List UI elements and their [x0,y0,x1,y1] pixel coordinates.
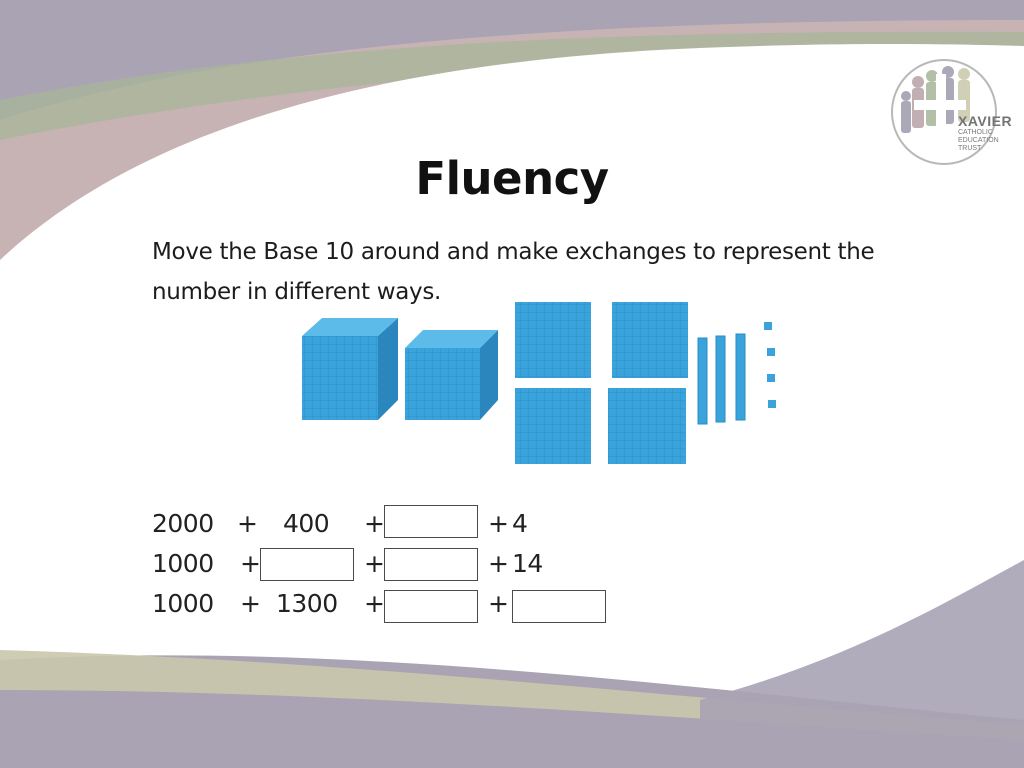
eq3-plus: + [240,589,261,618]
eq1-plus: + [364,509,385,538]
eq1-d: 4 [512,509,528,538]
instruction-line: Move the Base 10 around and make exchang… [152,239,875,265]
slide-title: Fluency [415,152,609,205]
eq2-blank-box[interactable] [384,548,478,581]
eq3-plus: + [488,589,509,618]
logo-text: XAVIER CATHOLIC EDUCATION TRUST [958,113,1012,153]
instruction-line: number in different ways. [152,279,442,305]
eq3-blank-box[interactable] [384,590,478,623]
logo-name: XAVIER [958,113,1013,129]
xavier-logo [888,56,1016,168]
eq3-plus: + [364,589,385,618]
logo-sub-line: TRUST [958,145,982,152]
logo-emblem-icon [891,59,997,165]
eq2-plus: + [488,549,509,578]
logo-sub-line: CATHOLIC [958,129,993,136]
eq2-d: 14 [512,549,543,578]
eq2-plus: + [364,549,385,578]
eq2-blank-box[interactable] [260,548,354,581]
eq3-blank-box[interactable] [512,590,606,623]
eq1-plus: + [488,509,509,538]
eq1-plus: + [237,509,258,538]
logo-sub-line: EDUCATION [958,137,999,144]
eq2-a: 1000 [152,549,214,578]
eq1-blank-box[interactable] [384,505,478,538]
instruction-text: Move the Base 10 around and make exchang… [152,232,952,312]
eq1-b: 400 [283,509,330,538]
eq3-b: 1300 [276,589,338,618]
eq1-a: 2000 [152,509,214,538]
eq3-a: 1000 [152,589,214,618]
eq2-plus: + [240,549,261,578]
